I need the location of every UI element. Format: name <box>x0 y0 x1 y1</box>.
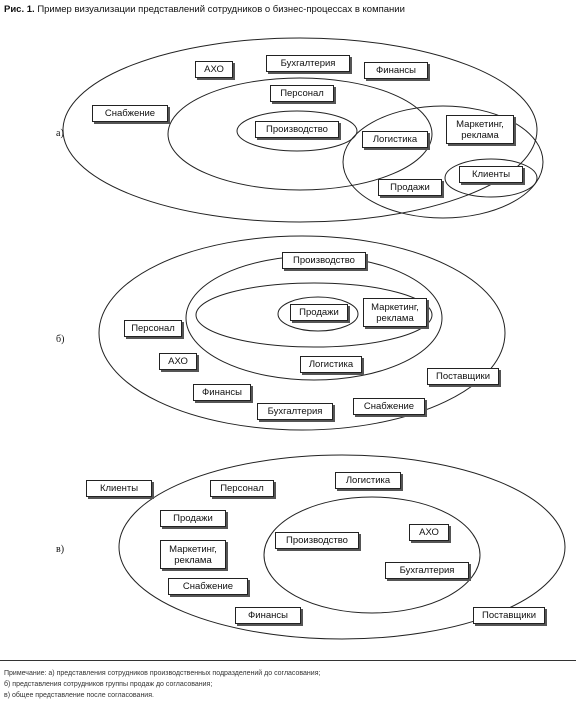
panel-a-finance-box: Финансы <box>364 62 428 79</box>
panel-b-sales-ellipse <box>277 296 359 332</box>
panel-b-logistics-box: Логистика <box>300 356 362 373</box>
panel-b-suppliers-box: Поставщики <box>427 368 499 385</box>
diagram-canvas <box>62 37 566 640</box>
panel-a-clients-ellipse <box>444 158 538 198</box>
panel-c-label: в) <box>56 544 65 555</box>
panel-a-marketing-box: Маркетинг, реклама <box>446 115 514 144</box>
panel-b-production-box: Производство <box>282 252 366 269</box>
panel-a-label: а) <box>56 128 64 139</box>
panel-b-personnel-box: Персонал <box>124 320 182 337</box>
panel-b-inner-ellipse <box>195 282 433 348</box>
panel-c-personnel-box: Персонал <box>210 480 274 497</box>
panel-c-supply-box: Снабжение <box>168 578 248 595</box>
notes-divider <box>0 660 576 661</box>
panel-a-logistics-box: Логистика <box>362 131 428 148</box>
panel-c-clients-box: Клиенты <box>86 480 152 497</box>
panel-c-outer-ellipse <box>118 454 566 640</box>
figure-label: Рис. 1. <box>4 4 35 15</box>
panel-b-marketing-box: Маркетинг, реклама <box>363 298 427 327</box>
panel-a-outer-ellipse <box>62 37 538 223</box>
panel-c-suppliers-box: Поставщики <box>473 607 545 624</box>
panel-b-label: б) <box>56 334 65 345</box>
panel-b-finance-box: Финансы <box>193 384 251 401</box>
panel-a-production-ellipse <box>236 110 358 152</box>
figure-caption: Пример визуализации представлений сотруд… <box>37 4 405 15</box>
panel-b-accounting-box: Бухгалтерия <box>257 403 333 420</box>
panel-c-production-box: Производство <box>275 532 359 549</box>
figure-title: Рис. 1. Пример визуализации представлени… <box>4 4 572 16</box>
panel-a-personnel-ellipse <box>167 77 433 191</box>
panel-b-supply-box: Снабжение <box>353 398 425 415</box>
panel-c-finance-box: Финансы <box>235 607 301 624</box>
note-line-b: б) представления сотрудников группы прод… <box>4 681 213 688</box>
panel-c-axo-box: АХО <box>409 524 449 541</box>
note-line-a: Примечание: а) представления сотрудников… <box>4 670 321 677</box>
panel-a-accounting-box: Бухгалтерия <box>266 55 350 72</box>
panel-c-sales-box: Продажи <box>160 510 226 527</box>
panel-a-sales-box: Продажи <box>378 179 442 196</box>
panel-b-axo-box: АХО <box>159 353 197 370</box>
note-line-c: в) общее представление после согласовани… <box>4 692 154 699</box>
panel-a-supply-box: Снабжение <box>92 105 168 122</box>
panel-c-marketing-box: Маркетинг, реклама <box>160 540 226 569</box>
panel-c-accounting-box: Бухгалтерия <box>385 562 469 579</box>
panel-a-axo-box: АХО <box>195 61 233 78</box>
panel-a-clients-box: Клиенты <box>459 166 523 183</box>
panel-c-logistics-box: Логистика <box>335 472 401 489</box>
panel-b-sales-box: Продажи <box>290 304 348 321</box>
panel-a-personnel-box: Персонал <box>270 85 334 102</box>
panel-a-production-box: Производство <box>255 121 339 138</box>
panel-a-sales-ellipse <box>342 105 544 219</box>
panel-b-outer-ellipse <box>98 235 506 431</box>
panel-c-inner-ellipse <box>263 496 481 614</box>
figure-notes: Примечание: а) представления сотрудников… <box>4 668 572 701</box>
